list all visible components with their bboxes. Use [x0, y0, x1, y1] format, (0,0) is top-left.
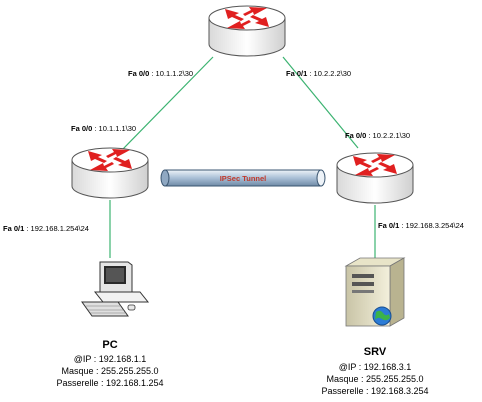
- pc-gateway: Passerelle : 192.168.1.254: [56, 378, 164, 388]
- srv-info: @IP : 192.168.3.1 Masque : 255.255.255.0…: [303, 361, 447, 397]
- left-router-wan-interface-label: Fa 0/0 : 10.1.1.1\30: [71, 124, 137, 133]
- left-router-lan-interface-label: Fa 0/1 : 192.168.1.254\24: [3, 224, 89, 233]
- right-router-wan-interface-label: Fa 0/0 : 10.2.2.1\30: [345, 131, 411, 140]
- pc-ip: @IP : 192.168.1.1: [73, 354, 147, 364]
- ipsec-tunnel: IPSec Tunnel: [160, 169, 326, 187]
- link-top-right: [282, 56, 359, 149]
- right-router-lan-interface-label: Fa 0/1 : 192.168.3.254\24: [378, 221, 464, 230]
- router-left-icon: [71, 147, 149, 199]
- srv-ip: @IP : 192.168.3.1: [338, 362, 412, 372]
- tunnel-label: IPSec Tunnel: [220, 174, 267, 183]
- pc-name: PC: [102, 339, 118, 351]
- srv-name: SRV: [363, 346, 387, 358]
- srv-mask: Masque : 255.255.255.0: [326, 374, 424, 384]
- srv-gateway: Passerelle : 192.168.3.254: [321, 386, 429, 396]
- pc-info: @IP : 192.168.1.1 Masque : 255.255.255.0…: [40, 353, 180, 389]
- top-router-right-interface-label: Fa 0/1 : 10.2.2.2\30: [286, 69, 352, 78]
- link-top-left: [121, 56, 214, 151]
- server-icon: [344, 257, 406, 327]
- top-router-left-interface-label: Fa 0/0 : 10.1.1.2\30: [128, 69, 194, 78]
- computer-icon: [81, 261, 150, 317]
- router-top-icon: [208, 5, 286, 57]
- router-right-icon: [336, 152, 414, 204]
- pc-mask: Masque : 255.255.255.0: [61, 366, 159, 376]
